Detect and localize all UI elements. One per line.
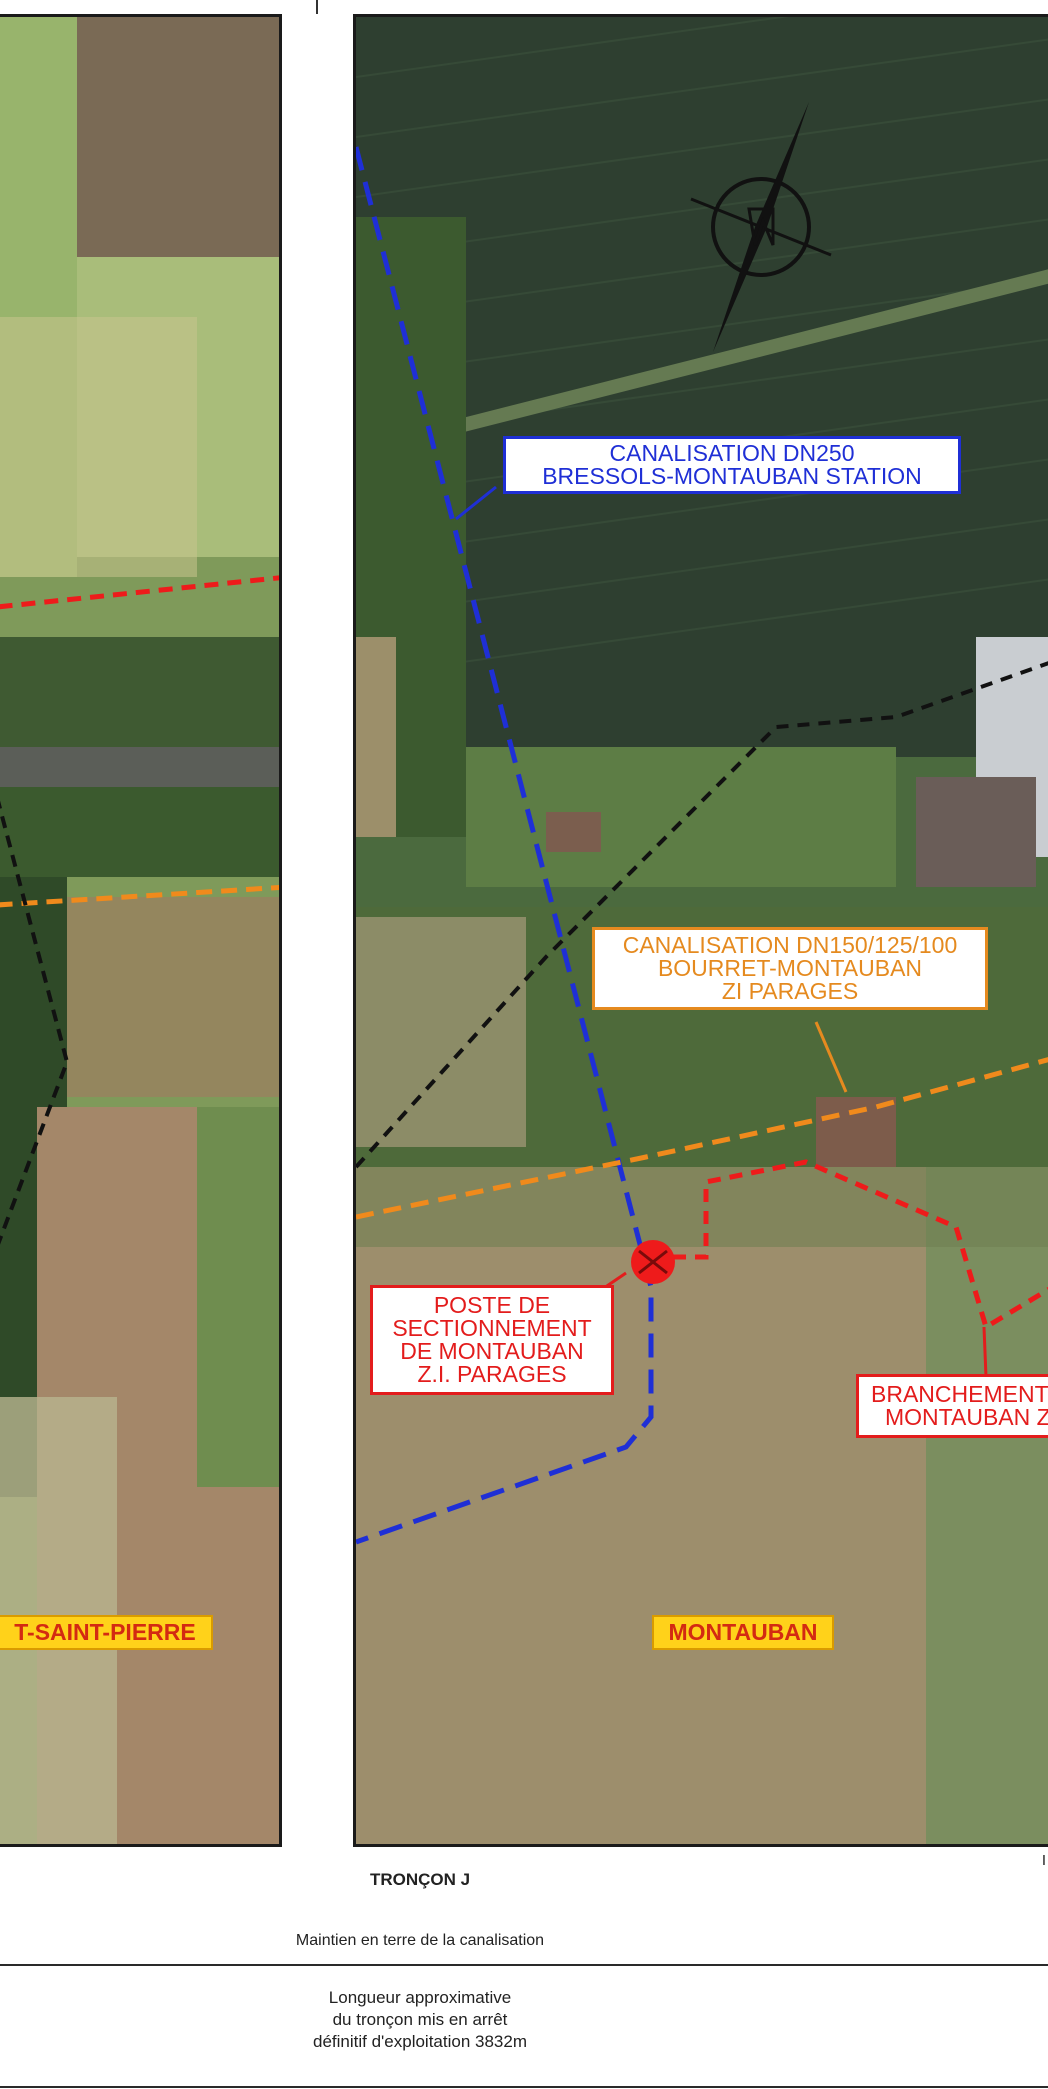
pipe-dn150-label-line1: CANALISATION DN150/125/100: [622, 932, 958, 958]
field-brown-top: [67, 17, 279, 257]
pipe-dn250-label-line1: CANALISATION DN250: [609, 440, 855, 466]
right-map-panel[interactable]: CANALISATION DN250 BRESSOLS-MONTAUBAN ST…: [353, 14, 1048, 1847]
length-note-line3: définitif d'exploitation 3832m: [313, 2032, 527, 2051]
commune-boundary: [356, 661, 1048, 1169]
station-label-line2: SECTIONNEMENT: [392, 1315, 592, 1341]
station-label: POSTE DE SECTIONNEMENT DE MONTAUBAN Z.I.…: [370, 1285, 614, 1395]
house-small: [546, 812, 601, 852]
town-label-right: MONTAUBAN: [652, 1615, 834, 1650]
footer-divider-top: [0, 1964, 1048, 1966]
length-note-line1: Longueur approximative: [328, 1988, 512, 2007]
left-map-panel[interactable]: T-SAINT-PIERRE: [0, 14, 282, 1847]
section-title: TRONÇON J: [369, 1870, 471, 1889]
field-olive: [57, 897, 279, 1097]
dark-orchard-field: [356, 17, 1048, 757]
pipe-dn250-label: CANALISATION DN250 BRESSOLS-MONTAUBAN ST…: [503, 436, 961, 494]
pipe-dn150-label-line3: ZI PARAGES: [721, 978, 859, 1004]
station-label-line4: Z.I. PARAGES: [417, 1361, 567, 1387]
valve-station-icon: [631, 1240, 675, 1284]
station-label-line1: POSTE DE: [433, 1292, 551, 1318]
right-edge-fragment: I: [1041, 1852, 1047, 1869]
branch-label-line2: MONTAUBAN Z: [885, 1404, 1048, 1430]
station-label-line3: DE MONTAUBAN: [400, 1338, 584, 1364]
pipe-dn150-line: [356, 1057, 1048, 1220]
north-arrow-icon: [690, 102, 832, 352]
length-note-line2: du tronçon mis en arrêt: [332, 2010, 508, 2029]
grass-area: [466, 747, 896, 887]
town-label-left: T-SAINT-PIERRE: [0, 1615, 213, 1650]
house-right: [816, 1097, 896, 1167]
pipe-dn150-label: CANALISATION DN150/125/100 BOURRET-MONTA…: [592, 927, 988, 1010]
length-note: Longueur approximative du tronçon mis en…: [220, 1987, 620, 2053]
farm-track: [414, 269, 1048, 444]
branch-label-line1: BRANCHEMENT: [871, 1381, 1048, 1407]
pipe-dn150-label-line2: BOURRET-MONTAUBAN: [657, 955, 923, 981]
left-map-canvas: [0, 17, 279, 1844]
top-tick-mark: [316, 0, 318, 14]
building-roof: [916, 777, 1036, 887]
road: [0, 747, 279, 787]
branch-label: BRANCHEMENT MONTAUBAN Z: [856, 1374, 1048, 1438]
tree-band: [0, 637, 279, 747]
pipe-branch-red: [651, 1159, 1048, 1331]
maintenance-note: Maintien en terre de la canalisation: [295, 1932, 545, 1949]
pipe-dn250-label-line2: BRESSOLS-MONTAUBAN STATION: [542, 463, 922, 489]
footer-divider-bottom: [0, 2086, 1048, 2088]
pipe-dn250-line: [356, 146, 654, 1545]
